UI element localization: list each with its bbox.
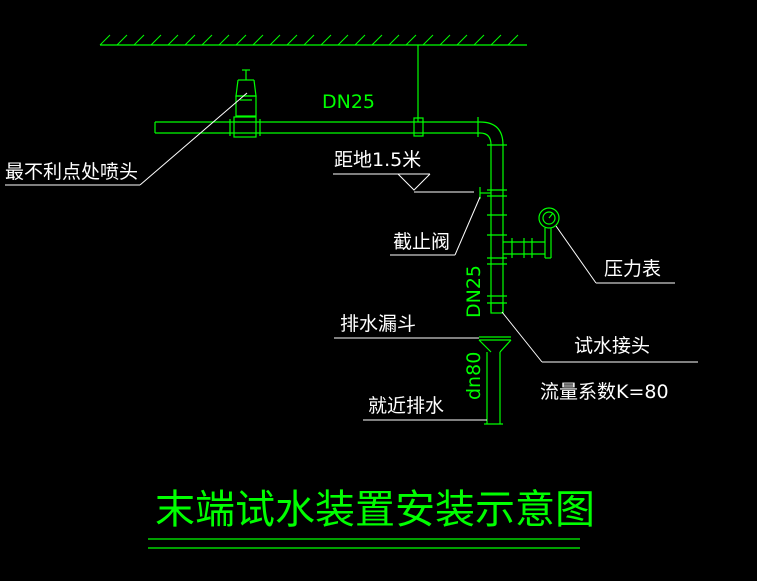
hatch-mark [235,34,247,46]
hatch-mark [286,34,298,46]
hatch-mark [218,34,230,46]
hatch-mark [507,34,519,46]
label-sprinkler: 最不利点处喷头 [5,161,138,183]
hatch-mark [150,34,162,46]
hatch-mark [116,34,128,46]
gauge-branch [503,228,552,259]
hatch-mark [456,34,468,46]
drawing-title: 末端试水装置安装示意图 [155,487,595,533]
hatch-mark [405,34,417,46]
ceiling [99,34,527,46]
top-pipe-size: DN25 [322,91,375,113]
hatch-mark [371,34,383,46]
hatch-mark [320,34,332,46]
label-valve: 截止阀 [393,231,450,253]
hatch-mark [201,34,213,46]
horizontal-pipe [154,116,504,146]
hatch-mark [473,34,485,46]
vertical-riser [487,144,507,314]
hatch-mark [99,34,111,46]
riser-pipe-size: DN25 [463,265,485,318]
drain-pipe-size: dn80 [463,352,485,400]
sprinkler-head-icon [235,69,257,117]
hatch-mark [252,34,264,46]
title-underline [148,538,580,549]
leader-gauge [555,225,675,284]
stop-valve-icon [479,187,491,199]
label-funnel: 排水漏斗 [340,313,416,335]
hatch-mark [439,34,451,46]
label-connector: 试水接头 [574,335,650,357]
drain-funnel-icon [478,336,512,353]
hatch-mark [354,34,366,46]
leader-sprinkler [5,92,248,186]
drain-pipe [484,352,503,425]
hatch-mark [167,34,179,46]
label-gauge: 压力表 [604,258,661,280]
hatch-mark [490,34,502,46]
label-height: 距地1.5米 [334,149,421,171]
leader-connector [501,311,698,363]
label-nearby-drain: 就近排水 [368,395,444,417]
pressure-gauge-icon [538,207,560,229]
leader-valve [390,196,481,256]
hatch-mark [422,34,434,46]
hatch-mark [303,34,315,46]
hatch-mark [269,34,281,46]
height-marker [333,173,474,193]
hatch-mark [184,34,196,46]
label-k-factor: 流量系数K=80 [540,381,669,403]
hatch-mark [388,34,400,46]
hatch-mark [133,34,145,46]
hatch-mark [337,34,349,46]
